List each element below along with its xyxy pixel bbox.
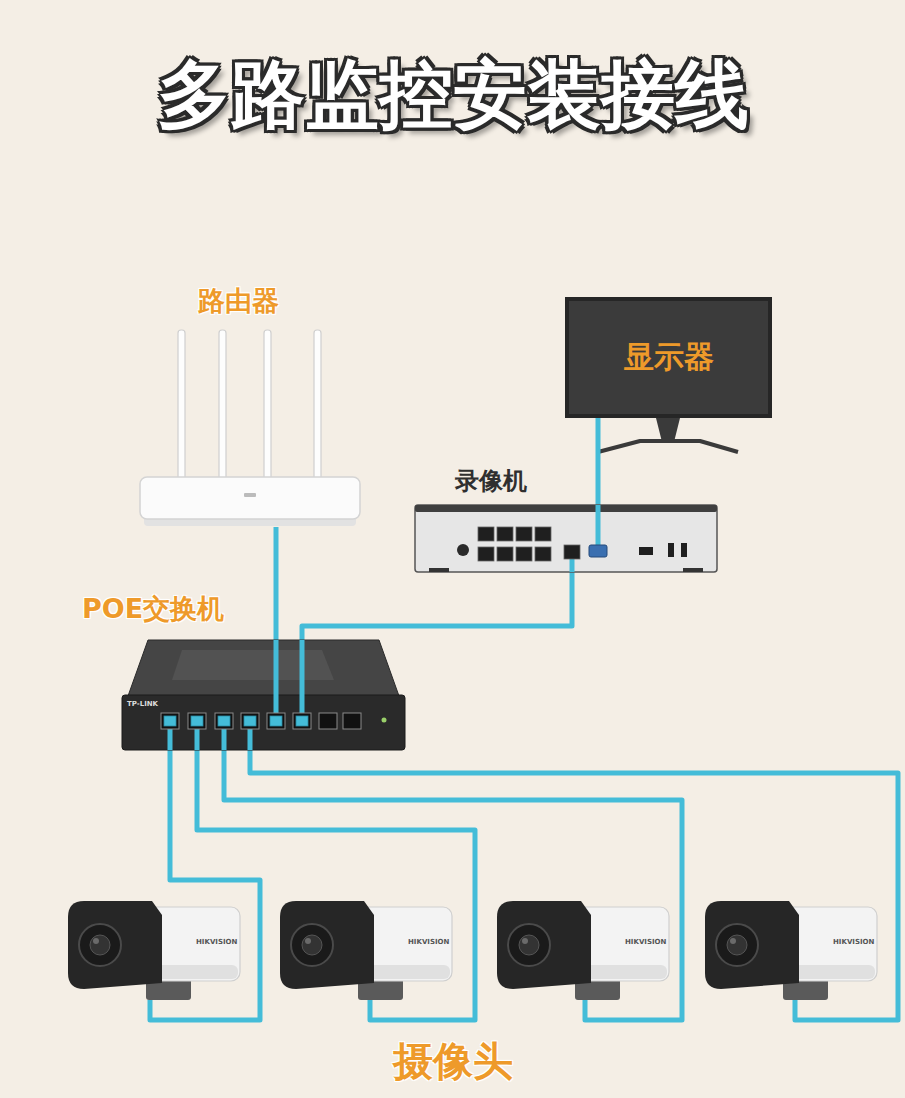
- lens-glint: [93, 938, 99, 944]
- lens-glint: [305, 938, 311, 944]
- router-logo: [244, 493, 256, 497]
- rj45-port: [293, 713, 311, 729]
- router-antenna: [314, 330, 321, 480]
- camera-node-art: [705, 895, 877, 1000]
- monitor-node: 显示器: [565, 297, 772, 418]
- rj45-port: [241, 713, 259, 729]
- device-label: 录像机: [455, 468, 527, 496]
- title-text: 多路监控安装接线: [0, 50, 905, 139]
- camera-lens-ring: [508, 924, 550, 966]
- nvr-foot: [683, 568, 703, 572]
- poe-switch-node: POE交换机TP-LINK: [122, 640, 405, 750]
- cable-stub: [300, 640, 305, 721]
- camera-lens-ring: [79, 924, 121, 966]
- cable-stub: [596, 505, 601, 551]
- power-button: [457, 544, 469, 556]
- rj45-port: [267, 713, 285, 729]
- camera-node: HIKVISION: [497, 895, 669, 1000]
- network-cable: [302, 572, 572, 640]
- rj45-port: [516, 527, 532, 541]
- camera-node-art: [497, 895, 669, 1000]
- plug: [218, 716, 230, 726]
- rj45-port: [161, 713, 179, 729]
- nvr-case: [415, 505, 717, 572]
- plug: [191, 716, 203, 726]
- camera-lens: [90, 935, 110, 955]
- rj45-port: [478, 547, 494, 561]
- rj45-port: [215, 713, 233, 729]
- camera-node-art: [68, 895, 240, 1000]
- brand-mark: TP-LINK: [127, 700, 158, 708]
- plug: [164, 716, 176, 726]
- group-label: 摄像头: [393, 1038, 513, 1084]
- camera-node: HIKVISION: [280, 895, 452, 1000]
- network-cable: [250, 750, 898, 1020]
- vga-port: [589, 545, 607, 557]
- plug: [296, 716, 308, 726]
- camera-node: HIKVISION: [68, 895, 240, 1000]
- status-led: [382, 718, 387, 723]
- brand-mark: HIKVISION: [833, 938, 874, 946]
- camera-hood: [497, 901, 591, 989]
- monitor-screen: [567, 299, 770, 416]
- network-cable: [197, 750, 475, 1020]
- plug: [270, 716, 282, 726]
- camera-node: HIKVISION: [705, 895, 877, 1000]
- network-cable: [596, 418, 601, 505]
- brand-mark: HIKVISION: [625, 938, 666, 946]
- camera-lens-ring: [291, 924, 333, 966]
- nvr-node: 录像机: [415, 505, 717, 572]
- device-label: POE交换机: [82, 593, 224, 624]
- rj45-port: [497, 547, 513, 561]
- router-body: [140, 477, 360, 519]
- camera-lens-ring: [716, 924, 758, 966]
- brand-mark: HIKVISION: [196, 938, 237, 946]
- monitor-neck: [656, 418, 680, 442]
- plug: [244, 716, 256, 726]
- lens-glint: [522, 938, 528, 944]
- rj45-port: [535, 547, 551, 561]
- camera-lens: [727, 935, 747, 955]
- device-label: 路由器: [198, 285, 279, 316]
- rj45-port: [535, 527, 551, 541]
- nvr-foot: [429, 568, 449, 572]
- monitor-foot: [598, 441, 738, 452]
- device-label: 显示器: [624, 340, 714, 375]
- switch-front: [122, 695, 405, 750]
- network-cable: [274, 527, 279, 640]
- router-node: 路由器: [140, 475, 360, 527]
- rj45-port: [343, 713, 361, 729]
- poe-switch-node-art: [122, 640, 405, 750]
- camera-lens: [519, 935, 539, 955]
- router-antenna: [178, 330, 185, 480]
- rj45-port: [516, 547, 532, 561]
- camera-hood: [705, 901, 799, 989]
- camera-node-art: [280, 895, 452, 1000]
- rj45-port: [497, 527, 513, 541]
- switch-top: [128, 640, 399, 696]
- usb-port: [681, 543, 687, 557]
- rj45-port: [319, 713, 337, 729]
- router-node-art: [140, 475, 360, 527]
- switch-top-shine: [172, 650, 334, 680]
- rj45-port: [478, 527, 494, 541]
- nvr-node-art: [415, 505, 717, 572]
- camera-hood: [68, 901, 162, 989]
- camera-lens: [302, 935, 322, 955]
- usb-port: [668, 543, 674, 557]
- nvr-top-edge: [415, 505, 717, 512]
- hdmi-port: [639, 547, 653, 555]
- rj45-port: [188, 713, 206, 729]
- router-antenna: [264, 330, 271, 480]
- brand-mark: HIKVISION: [408, 938, 449, 946]
- lens-glint: [730, 938, 736, 944]
- network-cable: [224, 750, 682, 1020]
- lan-port: [564, 545, 580, 559]
- camera-hood: [280, 901, 374, 989]
- router-antenna: [219, 330, 226, 480]
- cable-stub: [274, 640, 279, 721]
